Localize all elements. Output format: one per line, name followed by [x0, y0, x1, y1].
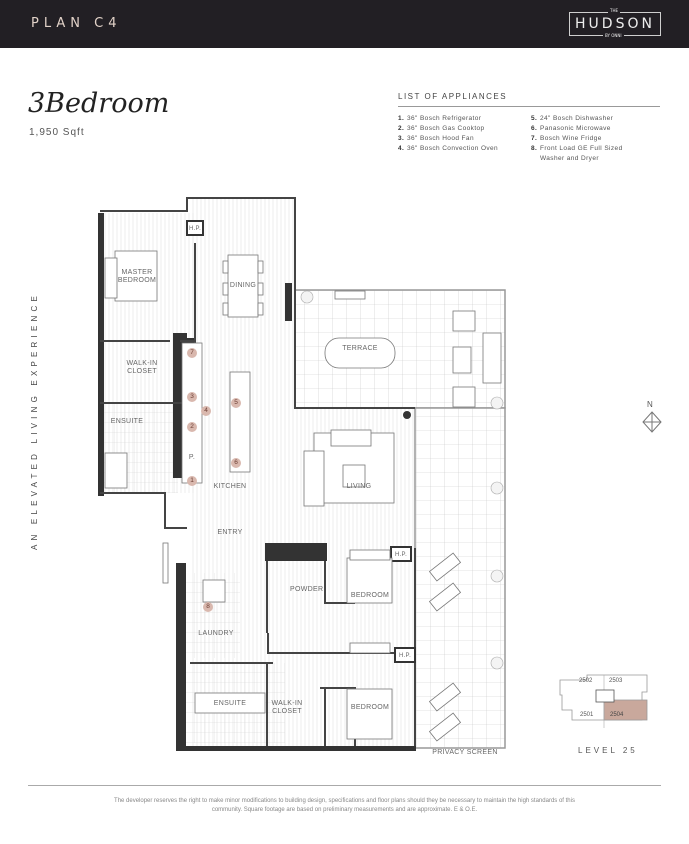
floor-plan-drawing	[98, 197, 506, 751]
appliance-item: 6.Panasonic Microwave	[531, 125, 611, 132]
appliance-marker-7: 7	[187, 348, 197, 358]
room-pantry: P.	[188, 454, 196, 461]
compass-label: N	[647, 400, 653, 409]
appliance-marker-2: 2	[187, 422, 197, 432]
appliance-item: 3.36" Bosch Hood Fan	[398, 135, 474, 142]
appliance-item: 1.36" Bosch Refrigerator	[398, 115, 482, 122]
logo-top: THE	[608, 7, 620, 15]
room-living: LIVING	[346, 483, 372, 490]
appliance-marker-8: 8	[203, 602, 213, 612]
room-bedroom-1: BEDROOM	[350, 592, 390, 599]
room-walk-in-closet-2: WALK-IN CLOSET	[271, 700, 303, 715]
tagline-vertical: AN ELEVATED LIVING EXPERIENCE	[30, 292, 39, 550]
room-bedroom-2: BEDROOM	[350, 704, 390, 711]
label-privacy-screen: PRIVACY SCREEN	[432, 749, 498, 756]
room-powder: POWDER	[290, 586, 324, 593]
room-hp-2: H.P.	[394, 552, 408, 558]
logo-bottom: BY ONNI	[603, 32, 624, 40]
appliance-marker-3: 3	[187, 392, 197, 402]
footer-divider	[28, 785, 661, 786]
key-plan-drawing	[559, 674, 648, 728]
room-ensuite-2: ENSUITE	[213, 700, 247, 707]
room-kitchen: KITCHEN	[213, 483, 247, 490]
plan-label: PLAN C4	[31, 16, 122, 31]
floor-plan: MASTER BEDROOM H.P. DINING WALK-IN CLOSE…	[95, 193, 525, 768]
disclaimer-text: The developer reserves the right to make…	[114, 798, 575, 813]
key-unit-2503: 2503	[609, 678, 623, 684]
appliances-title: LIST OF APPLIANCES	[398, 92, 508, 101]
hudson-logo: THE HUDSON BY ONNI	[569, 7, 661, 40]
room-laundry: LAUNDRY	[198, 630, 234, 637]
room-terrace: TERRACE	[342, 345, 378, 352]
key-unit-2504: 2504	[610, 712, 624, 718]
appliance-item: 8.Front Load GE Full Sized Washer and Dr…	[531, 145, 623, 162]
header-bar: PLAN C4 THE HUDSON BY ONNI	[0, 0, 689, 48]
appliances-col-2: 5.24" Bosch Dishwasher 6.Panasonic Micro…	[531, 114, 661, 164]
room-dining: DINING	[229, 282, 257, 289]
unit-area: 1,950 Sqft	[29, 127, 85, 138]
level-label: LEVEL 25	[578, 746, 638, 755]
room-hp-3: H.P.	[398, 653, 412, 659]
appliance-item: 2.36" Bosch Gas Cooktop	[398, 125, 485, 132]
room-walk-in-closet-1: WALK-IN CLOSET	[126, 360, 158, 375]
room-ensuite-1: ENSUITE	[110, 418, 144, 425]
key-plan: 2502 2503 2501 2504	[552, 670, 652, 730]
key-unit-2502: 2502	[579, 678, 593, 684]
appliances-divider	[398, 106, 660, 107]
compass-icon	[642, 411, 662, 433]
appliance-marker-6: 6	[231, 458, 241, 468]
appliance-marker-4: 4	[201, 406, 211, 416]
room-hp-1: H.P.	[188, 226, 202, 232]
appliances-col-1: 1.36" Bosch Refrigerator 2.36" Bosch Gas…	[398, 114, 498, 154]
appliance-marker-5: 5	[231, 398, 241, 408]
room-entry: ENTRY	[217, 529, 243, 536]
key-unit-2501: 2501	[580, 712, 594, 718]
appliance-item: 7.Bosch Wine Fridge	[531, 135, 602, 142]
appliance-item: 5.24" Bosch Dishwasher	[531, 115, 614, 122]
unit-title: 3Bedroom	[28, 88, 170, 119]
appliance-item: 4.36" Bosch Convection Oven	[398, 145, 499, 152]
appliance-marker-1: 1	[187, 476, 197, 486]
room-master-bedroom: MASTER BEDROOM	[117, 269, 157, 284]
logo-name: HUDSON	[575, 16, 655, 32]
